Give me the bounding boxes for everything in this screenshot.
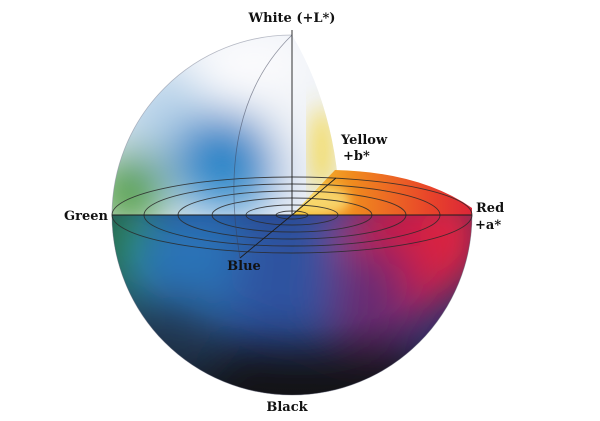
label-blue: Blue [227,259,261,274]
meridian-line [233,34,293,259]
label-green: Green [64,209,108,224]
lower-hemisphere [112,215,472,395]
sphere-outline-upper [111,34,293,216]
sphere-outline-lower [111,214,473,396]
label-red-axis: +a* [475,218,501,233]
label-white: White (+L*) [248,11,336,26]
label-black: Black [266,400,308,415]
axes [112,30,472,259]
label-red: Red [476,201,504,216]
label-yellow: Yellow [340,133,388,148]
b-star-axis-blue [239,214,293,259]
label-yellow-axis: +b* [343,149,370,164]
b-star-axis-yellow [291,177,337,216]
